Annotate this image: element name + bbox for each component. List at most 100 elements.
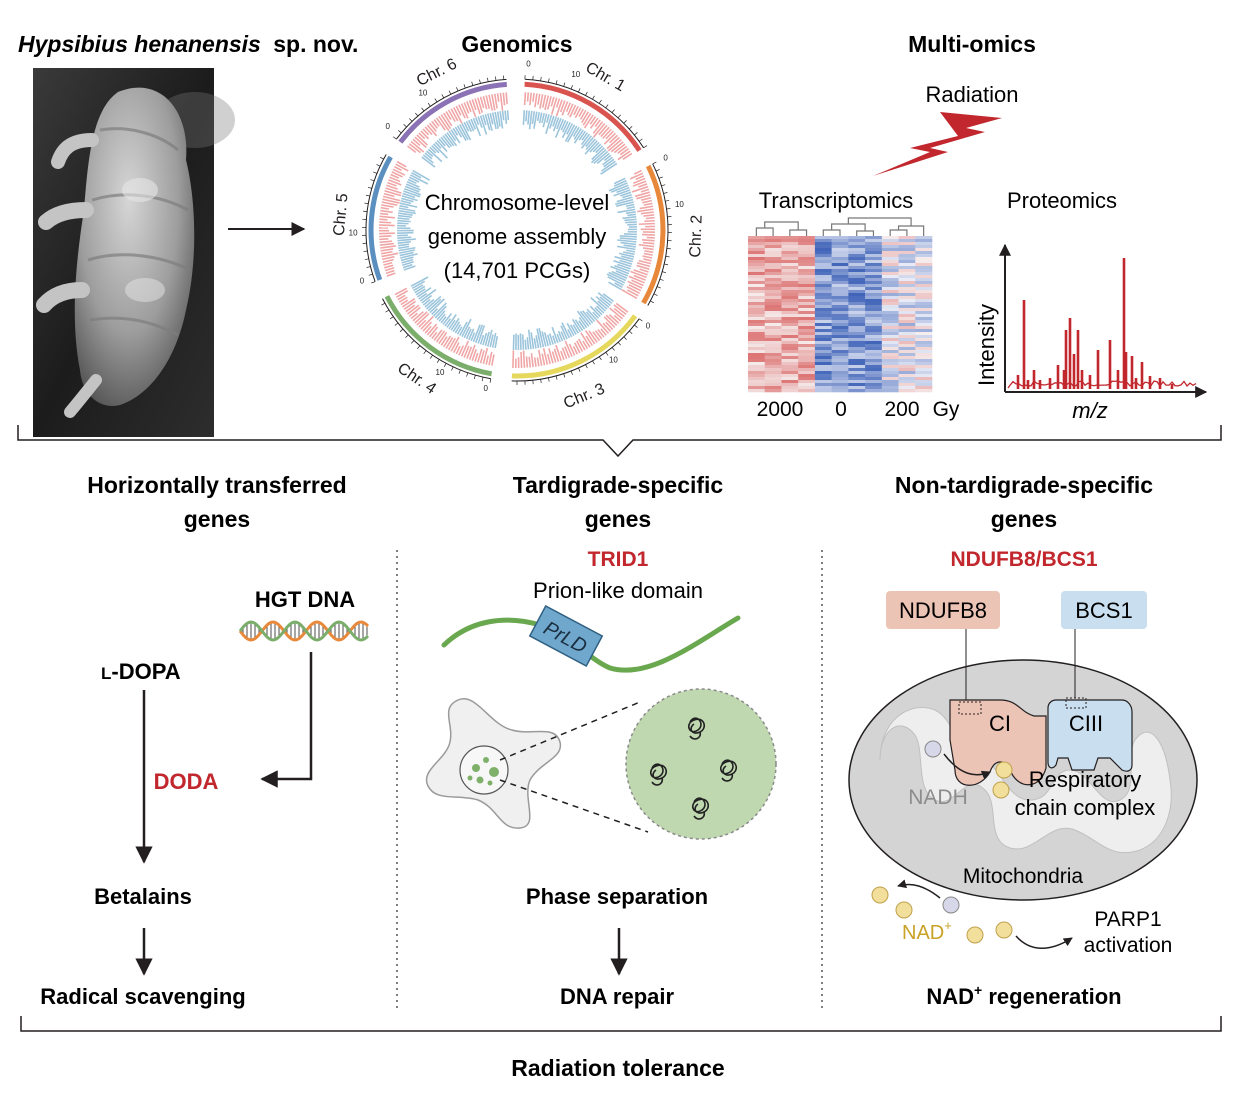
- dose-label-2000: 2000: [757, 398, 804, 421]
- heatmap-cell: [881, 338, 899, 342]
- heatmap-cell: [814, 302, 832, 306]
- heatmap-cell: [881, 347, 899, 351]
- heatmap-cell: [865, 356, 883, 360]
- density-bar-pink: [418, 132, 426, 140]
- heatmap-cell: [915, 248, 933, 252]
- density-bar-pink: [418, 319, 427, 328]
- heatmap-cell: [881, 353, 899, 357]
- heatmap-cell: [748, 311, 766, 315]
- density-bar-blue: [404, 188, 422, 196]
- chromosome-tick: [421, 107, 425, 112]
- heatmap-cell: [898, 383, 916, 387]
- density-bar-blue: [584, 140, 598, 155]
- density-bar-pink: [392, 168, 406, 176]
- heatmap-cell: [748, 293, 766, 297]
- heatmap-cell: [865, 383, 883, 387]
- density-bar-pink: [548, 348, 554, 364]
- density-bar-blue: [623, 244, 636, 248]
- heatmap-cell: [781, 245, 799, 249]
- heatmap-cell: [915, 251, 933, 255]
- heatmap-cell: [831, 377, 849, 381]
- density-bar-blue: [434, 141, 442, 149]
- svg-text:CI: CI: [989, 711, 1011, 736]
- heatmap-cell: [814, 362, 832, 366]
- density-bar-pink: [440, 114, 452, 130]
- heatmap-cell: [848, 302, 866, 306]
- chromosome-tick: [495, 76, 497, 81]
- heatmap-cell: [814, 323, 832, 327]
- density-bar-blue: [468, 119, 475, 132]
- heatmap-cell: [831, 260, 849, 264]
- density-bar-pink: [555, 99, 563, 117]
- density-bar-blue: [573, 129, 584, 144]
- nadh-molecule-2: [942, 896, 960, 914]
- heatmap-cell: [865, 365, 883, 369]
- chromosome-tick: [592, 360, 595, 365]
- heatmap-cell: [748, 377, 766, 381]
- tick-label-zero: 0: [663, 154, 668, 163]
- heatmap-cell: [798, 299, 816, 303]
- density-bar-pink: [542, 347, 549, 365]
- density-bar-blue: [590, 148, 607, 164]
- density-bar-blue: [542, 113, 548, 128]
- heatmap-cell: [915, 287, 933, 291]
- heatmap-cell: [748, 290, 766, 294]
- heatmap-cell: [898, 245, 916, 249]
- density-bar-pink: [609, 307, 624, 320]
- heatmap-cell: [881, 239, 899, 243]
- heatmap-cell: [814, 320, 832, 324]
- heatmap-cell: [831, 338, 849, 342]
- chromosome-tick: [371, 281, 376, 284]
- chromosome-tick: [398, 130, 402, 134]
- density-bar-pink: [533, 357, 537, 367]
- heatmap-cell: [764, 362, 782, 366]
- species-title: Hypsibius henanensis sp. nov.: [18, 31, 358, 57]
- heatmap-cell: [748, 260, 766, 264]
- density-bar-blue: [593, 150, 609, 165]
- density-bar-pink: [607, 139, 622, 152]
- heatmap-cell: [915, 296, 933, 300]
- density-bar-pink: [460, 340, 470, 357]
- heatmap-cell: [915, 320, 933, 324]
- heatmap-cell: [764, 245, 782, 249]
- density-bar-pink: [445, 111, 452, 120]
- density-bar-pink: [603, 316, 616, 328]
- chromosome-tick: [368, 273, 373, 276]
- density-bar-blue: [591, 147, 605, 161]
- heatmap-cell: [865, 308, 883, 312]
- heatmap-cell: [831, 365, 849, 369]
- heatmap-cell: [898, 236, 916, 240]
- heatmap-cell: [865, 374, 883, 378]
- density-bar-pink: [613, 314, 622, 322]
- heatmap-cell: [781, 296, 799, 300]
- density-bar-blue: [444, 318, 452, 327]
- heatmap-cell: [781, 353, 799, 357]
- density-bar-blue: [560, 119, 567, 131]
- heatmap-cell: [865, 287, 883, 291]
- density-bar-pink: [619, 148, 629, 156]
- heatmap-cell: [865, 335, 883, 339]
- heatmap-cell: [865, 281, 883, 285]
- heatmap-cell: [798, 275, 816, 279]
- heatmap-cell: [831, 371, 849, 375]
- heatmap-cell: [898, 335, 916, 339]
- density-bar-blue: [419, 288, 437, 302]
- heatmap-cell: [798, 284, 816, 288]
- heatmap-cell: [814, 365, 832, 369]
- heatmap-cell: [848, 338, 866, 342]
- density-bar-blue: [613, 177, 626, 185]
- ldopa-label: L-DOPA: [101, 659, 181, 684]
- heatmap-cell: [781, 383, 799, 387]
- heatmap-cell: [798, 386, 816, 390]
- density-bar-pink: [380, 250, 393, 255]
- heatmap-cell: [848, 254, 866, 258]
- density-bar-pink: [424, 325, 432, 334]
- density-bar-pink: [416, 313, 430, 326]
- heatmap-cell: [748, 341, 766, 345]
- density-bar-blue: [579, 310, 592, 326]
- heatmap-cell: [748, 380, 766, 384]
- heatmap-cell: [748, 344, 766, 348]
- heatmap-cell: [898, 305, 916, 309]
- heatmap-cell: [898, 362, 916, 366]
- density-bar-blue: [442, 135, 453, 148]
